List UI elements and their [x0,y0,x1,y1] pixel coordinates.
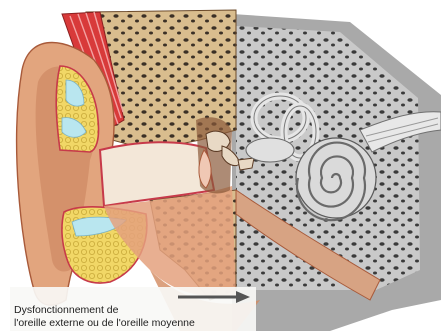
right-arrow-icon [178,291,250,303]
caption-panel: Dysfonctionnement de l'oreille externe o… [10,287,256,331]
caption-line-2: l'oreille externe ou de l'oreille moyenn… [14,317,195,329]
caption-line-1: Dysfonctionnement de [14,304,118,316]
